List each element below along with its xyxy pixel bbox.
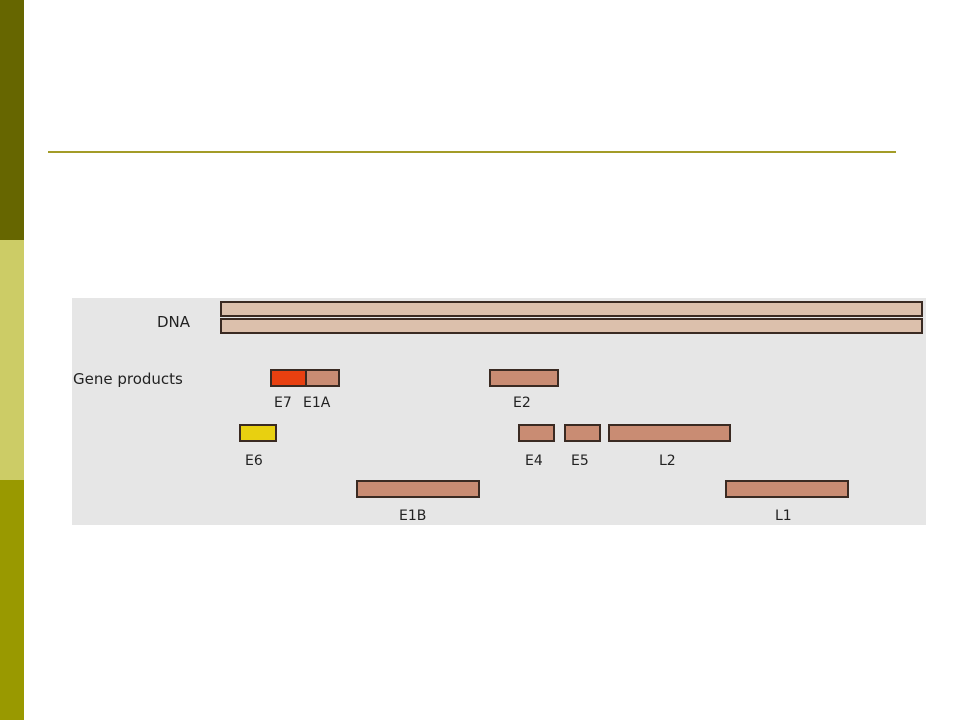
gene-bar-e6 <box>239 424 277 442</box>
gene-label-e5: E5 <box>571 453 589 469</box>
dna-label: DNA <box>157 313 191 331</box>
gene-label-e6: E6 <box>245 453 263 469</box>
gene-label-e2: E2 <box>513 395 531 411</box>
slide-side-band-top <box>0 0 24 240</box>
dna-strand-top <box>220 301 923 317</box>
gene-bar-e5 <box>564 424 601 442</box>
gene-bar-l2 <box>608 424 731 442</box>
gene-bar-l1 <box>725 480 849 498</box>
gene-label-e1a: E1A <box>303 395 331 411</box>
gene-label-e1b: E1B <box>399 508 427 524</box>
title-divider <box>48 151 896 153</box>
gene-bar-e2 <box>489 369 559 387</box>
gene-products-label: Gene products <box>73 370 183 388</box>
genome-map-figure: DNA Gene products E7 E1A E2 E6 E4 E5 L2 … <box>72 298 926 525</box>
gene-bar-e7 <box>270 369 307 387</box>
gene-label-l1: L1 <box>775 508 792 524</box>
slide-side-band-middle <box>0 240 24 480</box>
dna-strand-bottom <box>220 318 923 334</box>
gene-bar-e1a <box>305 369 340 387</box>
gene-label-e4: E4 <box>525 453 543 469</box>
gene-bar-e4 <box>518 424 555 442</box>
slide-side-band-bottom <box>0 480 24 720</box>
gene-bar-e1b <box>356 480 480 498</box>
gene-label-l2: L2 <box>659 453 676 469</box>
gene-label-e7: E7 <box>274 395 292 411</box>
